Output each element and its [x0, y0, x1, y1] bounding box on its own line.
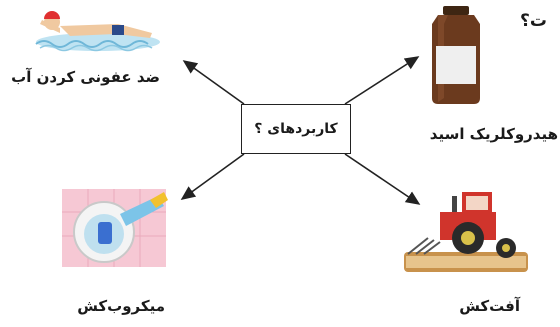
corner-text: ت؟	[520, 11, 547, 31]
arrow-bottom-left	[180, 153, 245, 200]
label-bottom-left: میکروب‌کش	[77, 297, 165, 315]
arrow-top-left	[182, 60, 245, 105]
label-top-left: ضد عفونی کردن آب	[11, 68, 160, 86]
center-box: کاربردهای ؟	[241, 104, 351, 154]
label-bottom-right: آفت‌کش	[459, 297, 520, 315]
arrow-top-right	[344, 56, 420, 105]
center-label: کاربردهای ؟	[254, 121, 338, 137]
label-top-right: هیدروکلریک اسید	[429, 125, 558, 143]
arrow-bottom-right	[344, 153, 421, 205]
